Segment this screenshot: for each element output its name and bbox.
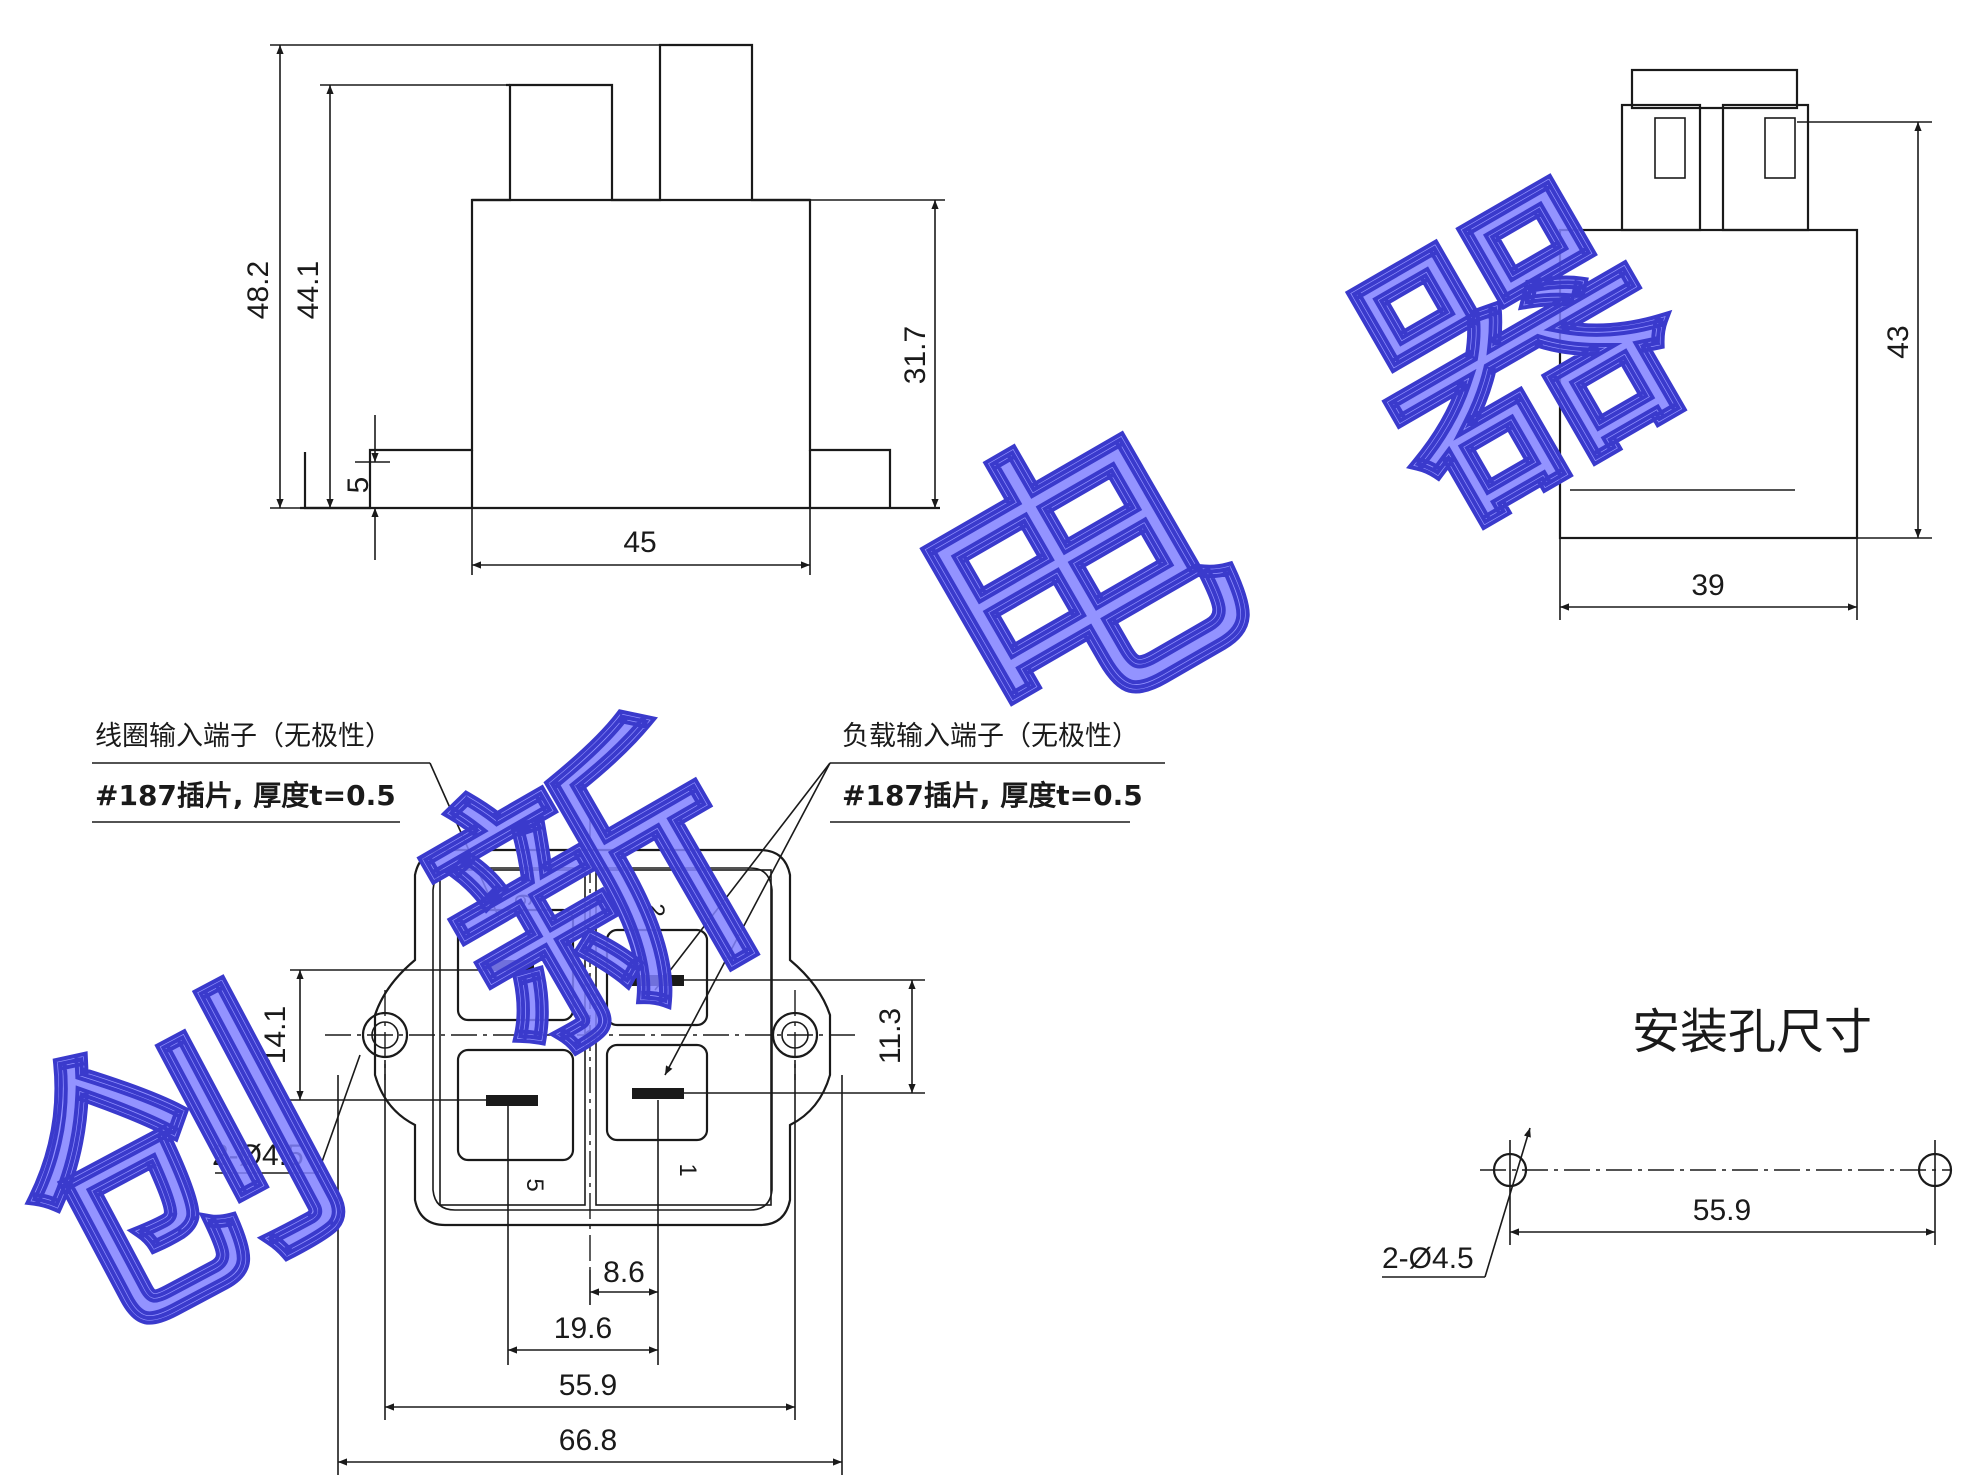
- coil-terminal-spec: #187插片, 厚度t=0.5: [95, 779, 396, 812]
- pin-5-label: 5: [521, 1178, 548, 1191]
- coil-terminal-note: 线圈输入端子（无极性）: [95, 721, 392, 752]
- dim-end-width: 39: [1691, 569, 1724, 602]
- housing-outline: [373, 848, 832, 1227]
- watermark-char-4: 器: [1299, 123, 1739, 581]
- mounting-title: 安装孔尺寸: [1632, 1004, 1872, 1060]
- dim-coil-pin-spacing: 14.1: [259, 1006, 292, 1064]
- dim-load-pin-spacing: 11.3: [874, 1008, 907, 1064]
- load-terminal-spec: #187插片, 厚度t=0.5: [842, 779, 1143, 812]
- pin-6-label: 6: [509, 893, 536, 906]
- dim-hole-diameter: 2-Ø4.5: [212, 1139, 304, 1172]
- dim-66-8: 66.8: [559, 1424, 617, 1457]
- mounting-hole-view: 安装孔尺寸 55.9 2-Ø4.5: [1382, 1004, 1953, 1278]
- dim-end-height: 43: [1882, 325, 1915, 358]
- pin-2-label: 2: [642, 903, 669, 916]
- watermark-char-1: 创: [0, 940, 393, 1393]
- dim-19-6: 19.6: [554, 1312, 612, 1345]
- dim-55-9: 55.9: [559, 1369, 617, 1402]
- pin-1-label: 1: [674, 1163, 701, 1176]
- end-view: 43 39: [1558, 68, 1932, 620]
- side-view-outline: [303, 43, 892, 510]
- load-terminal-note: 负载输入端子（无极性）: [842, 721, 1139, 752]
- bottom-view: 线圈输入端子（无极性） #187插片, 厚度t=0.5 负载输入端子（无极性） …: [92, 721, 1165, 1475]
- dim-height-body: 31.7: [899, 326, 932, 384]
- side-view: 48.2 44.1 31.7 5 45: [242, 43, 945, 575]
- dim-8-6: 8.6: [603, 1256, 645, 1289]
- dim-width-body: 45: [623, 526, 656, 559]
- mounting-hole-diameter: 2-Ø4.5: [1382, 1242, 1474, 1275]
- dim-height-terminal: 44.1: [292, 261, 325, 319]
- watermark-char-2: 新: [379, 666, 815, 1122]
- dim-height-flange: 5: [342, 477, 375, 494]
- mounting-pitch: 55.9: [1693, 1194, 1751, 1227]
- dim-height-total: 48.2: [242, 261, 275, 319]
